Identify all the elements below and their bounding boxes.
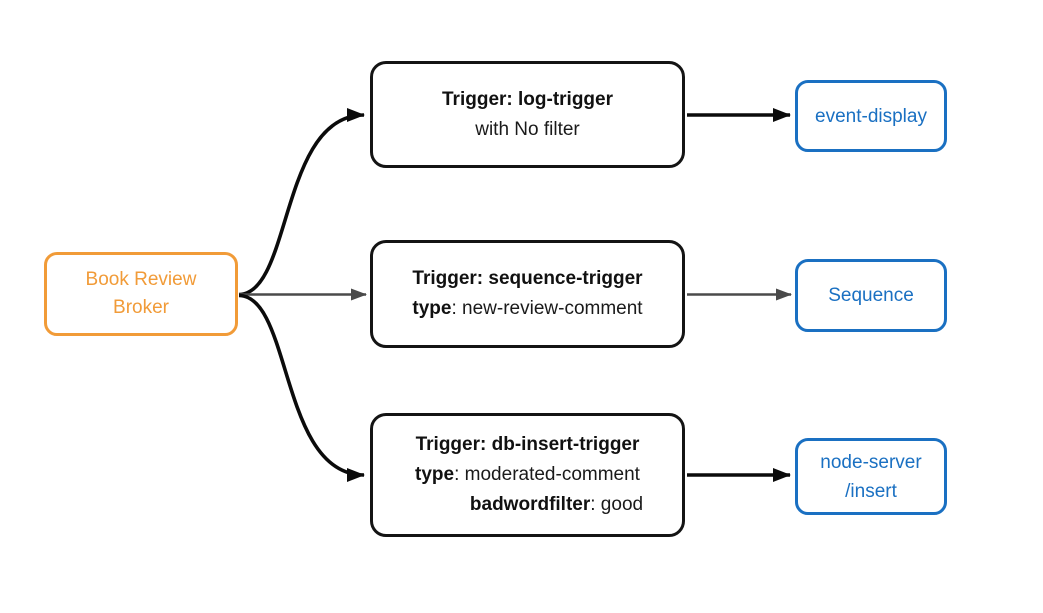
node-sink-event-display: event-display [795, 80, 947, 152]
node-trigger-db-insert: Trigger: db-insert-trigger type: moderat… [370, 413, 685, 537]
edge-broker-to-log-trigger [238, 108, 365, 297]
sink-node-server-label-line2: /insert [845, 480, 897, 502]
trigger-db-title: Trigger: db-insert-trigger [415, 434, 640, 455]
sink-sequence-label: Sequence [828, 285, 914, 306]
trigger-sequence-title: Trigger: sequence-trigger [412, 268, 643, 289]
node-sink-node-server-insert: node-server /insert [795, 438, 947, 515]
node-trigger-log: Trigger: log-trigger with No filter [370, 61, 685, 168]
trigger-sequence-filter: type: new-review-comment [412, 298, 643, 319]
node-trigger-sequence: Trigger: sequence-trigger type: new-revi… [370, 240, 685, 348]
sink-node-server-label-line1: node-server [820, 451, 922, 473]
trigger-db-filter-type: type: moderated-comment [415, 464, 640, 485]
node-broker: Book Review Broker [44, 252, 238, 336]
edge-broker-to-db-insert-trigger [238, 293, 365, 482]
node-sink-sequence: Sequence [795, 259, 947, 332]
sink-event-display-label: event-display [815, 105, 927, 127]
broker-label-line2: Broker [113, 297, 169, 318]
trigger-log-title: Trigger: log-trigger [442, 88, 613, 110]
trigger-log-filter: with No filter [475, 118, 580, 140]
trigger-db-filter-badword: badwordfilter: good [469, 494, 644, 515]
broker-label-line1: Book Review [85, 269, 197, 290]
